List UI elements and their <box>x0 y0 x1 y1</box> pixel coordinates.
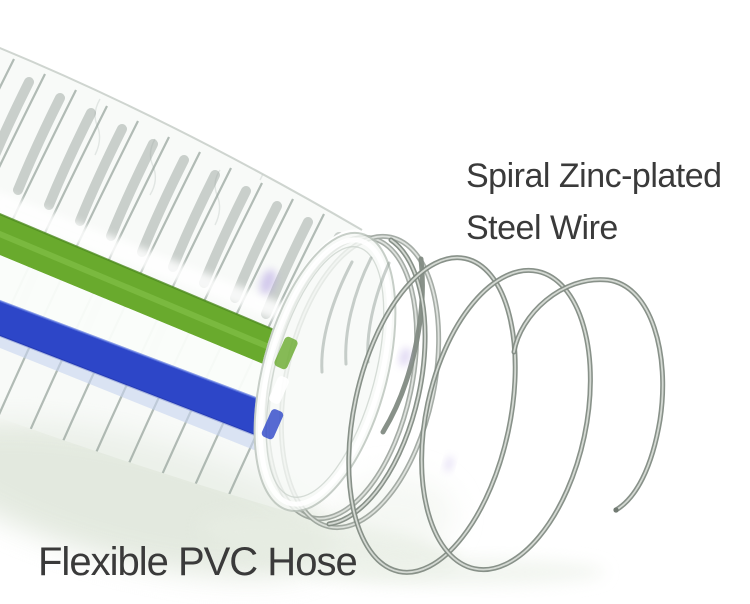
wire-tip <box>613 507 619 513</box>
green-cut-face <box>274 336 298 370</box>
wire-last-turn-highlight <box>513 278 664 511</box>
wire-shadow-band <box>106 139 158 241</box>
inner-coil <box>344 256 373 366</box>
hose-mouth <box>253 231 397 513</box>
inner-coil <box>320 260 354 374</box>
reflection-squiggle <box>149 138 157 196</box>
wire-front-arc-highlight <box>328 239 426 525</box>
wire-loop-highlight <box>420 269 592 571</box>
pvc-hose-annotation: Flexible PVC Hose <box>38 540 358 584</box>
reflection-squiggle <box>94 98 101 156</box>
purple-tint-spot <box>444 456 454 472</box>
wire-shadow-band <box>13 93 65 195</box>
white-stripe <box>0 253 292 409</box>
hose-body <box>0 46 363 512</box>
purple-tint-spot <box>260 269 276 295</box>
steel-wire-annotation: Spiral Zinc-plated Steel Wire <box>466 150 722 254</box>
white-cut-face <box>269 376 289 404</box>
glare-band <box>0 190 320 336</box>
wire-arc-faint <box>380 256 425 435</box>
hose-rib <box>0 89 77 451</box>
hose-texture <box>0 58 356 512</box>
wire-shadow-band <box>168 170 220 272</box>
blue-cut-face <box>261 409 284 440</box>
steel-wire-annotation-line1: Spiral Zinc-plated <box>466 157 722 195</box>
hose-top-edge <box>0 46 363 231</box>
blue-stripe-edge <box>0 298 286 410</box>
reflection-squiggle <box>214 169 221 226</box>
rim-wall <box>257 237 393 507</box>
wire-shadow-band <box>137 155 189 257</box>
green-stripe-highlight <box>0 229 297 361</box>
purple-tint-spot <box>399 347 411 367</box>
steel-wire-coil <box>326 237 666 575</box>
wire-loop-highlight <box>347 256 517 574</box>
hose-rib <box>0 73 46 435</box>
blue-stripe-fade <box>0 334 278 458</box>
wire-shadow-band <box>44 108 96 210</box>
wire-shadow-band <box>199 186 251 288</box>
green-stripe-edge <box>0 211 299 341</box>
wire-shadow-band <box>0 77 34 179</box>
wire-shadow-band <box>75 124 127 226</box>
blue-stripe <box>0 299 285 444</box>
steel-wire-annotation-line2: Steel Wire <box>466 209 618 247</box>
